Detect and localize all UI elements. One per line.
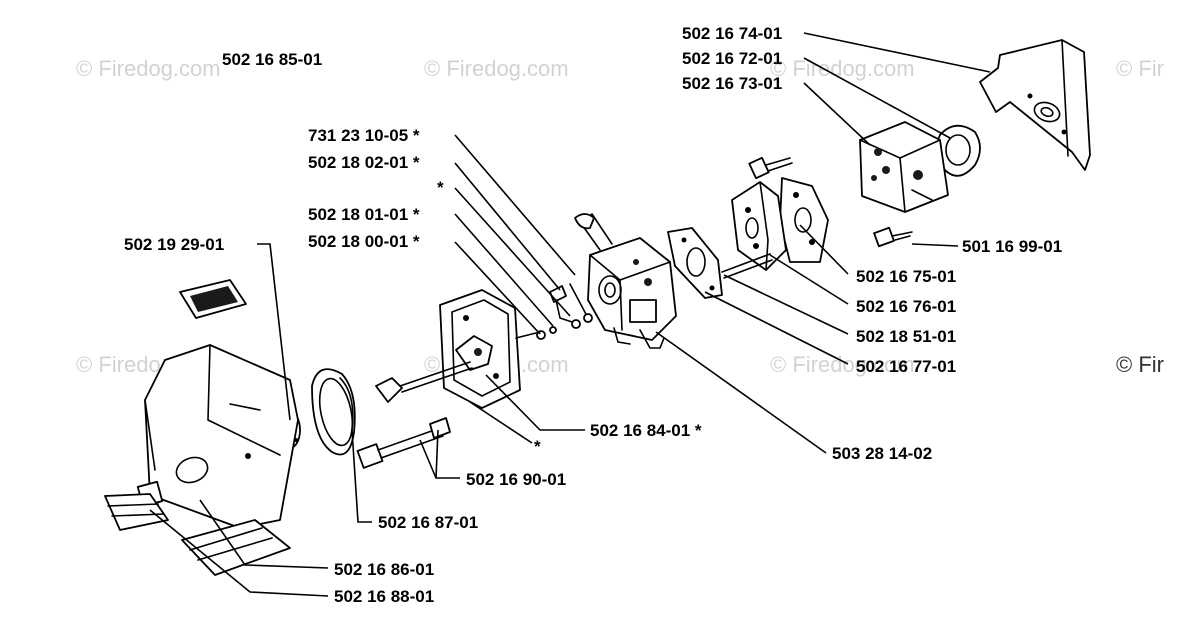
part-labels: 502 16 85-01 502 16 74-01 502 16 72-01 5… xyxy=(124,24,1062,606)
screw-top-spacer xyxy=(748,156,793,180)
decal xyxy=(179,279,247,319)
part-label: 502 18 00-01 * xyxy=(308,232,420,251)
assembly-label: 502 16 85-01 xyxy=(222,50,322,69)
part-label: * xyxy=(534,437,541,456)
watermark: © Fir xyxy=(1116,352,1164,377)
mounting-plate xyxy=(439,289,521,409)
leader-lines xyxy=(149,32,991,597)
part-label: 502 16 84-01 * xyxy=(590,421,702,440)
part-label: 502 19 29-01 xyxy=(124,235,224,254)
watermark: © Fir xyxy=(1116,56,1164,81)
long-stud xyxy=(721,253,773,279)
part-label: 731 23 10-05 * xyxy=(308,126,420,145)
filter-cover xyxy=(136,344,299,529)
part-label: 502 16 77-01 xyxy=(856,357,956,376)
gasket-carburetor xyxy=(667,227,723,299)
gasket-middle xyxy=(779,177,829,263)
screw-small-right xyxy=(873,226,913,248)
part-label: 502 16 76-01 xyxy=(856,297,956,316)
filter-ring xyxy=(311,368,356,456)
small-parts xyxy=(536,283,593,340)
part-label: 502 16 88-01 xyxy=(334,587,434,606)
choke-lever xyxy=(375,331,541,403)
long-screw xyxy=(356,417,451,469)
part-label: 502 18 51-01 xyxy=(856,327,956,346)
part-label: 502 16 74-01 xyxy=(682,24,782,43)
watermark: © Firedog.com xyxy=(770,352,915,377)
watermark: © Firedog.com xyxy=(76,56,221,81)
part-label: 502 16 87-01 xyxy=(378,513,478,532)
spacer-block xyxy=(731,181,787,271)
watermark: © Firedog.com xyxy=(770,56,915,81)
part-label: 502 16 73-01 xyxy=(682,74,782,93)
part-label: 502 16 75-01 xyxy=(856,267,956,286)
part-label: 501 16 99-01 xyxy=(962,237,1062,256)
part-label: 502 18 01-01 * xyxy=(308,205,420,224)
part-label: 502 18 02-01 * xyxy=(308,153,420,172)
filter-housing xyxy=(859,121,949,213)
carburetor xyxy=(574,213,677,349)
gasket-upper xyxy=(935,124,981,177)
part-label: 502 16 86-01 xyxy=(334,560,434,579)
part-label: * xyxy=(437,178,444,197)
bracket-plate xyxy=(979,39,1091,171)
part-label: 502 16 90-01 xyxy=(466,470,566,489)
watermark: © Firedog.com xyxy=(424,56,569,81)
part-label: 502 16 72-01 xyxy=(682,49,782,68)
part-label: 503 28 14-02 xyxy=(832,444,932,463)
